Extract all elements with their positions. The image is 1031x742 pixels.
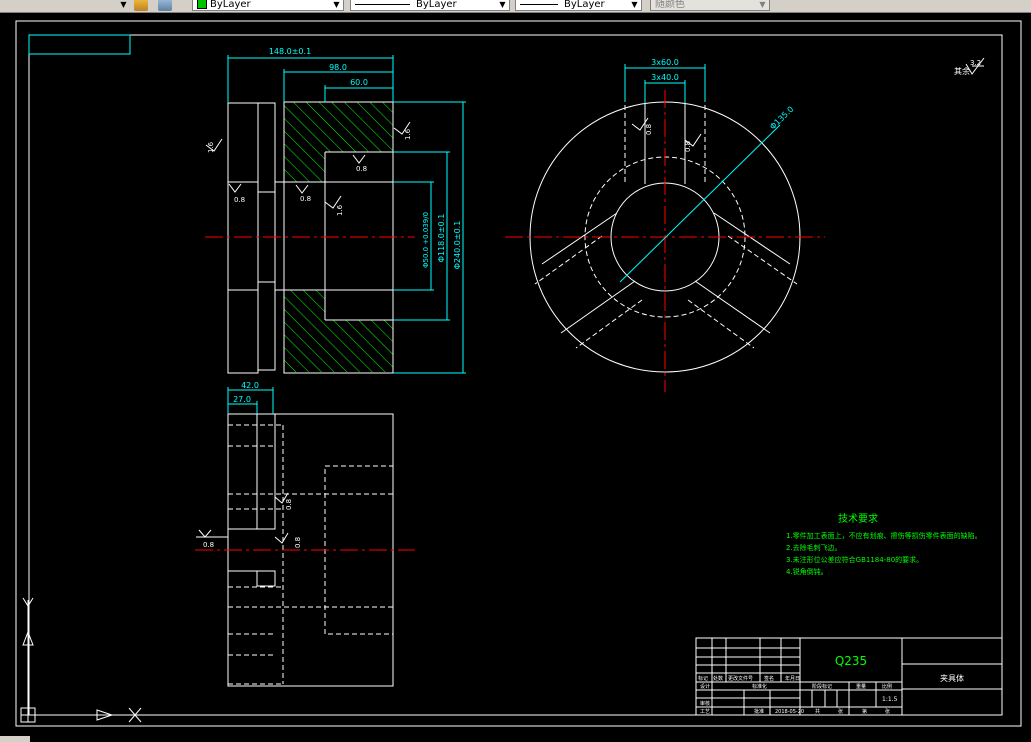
rough-16-right: 1.6 [404,128,412,140]
dim-dia-135: Φ135.0 [768,105,795,132]
dim-148: 148.0±0.1 [269,47,311,56]
title-row-change: 更改文件号 [728,675,753,682]
part-name-label: 夹具体 [940,673,964,683]
rough-08-slot-b: 0.8 [684,141,692,152]
color-swatch [197,0,207,9]
title-row-marks: 标记 [698,675,708,682]
plotstyle-control-dropdown[interactable]: 随颜色 ▼ [650,0,770,11]
plotstyle-control-label: 随颜色 [655,0,685,10]
designer-label: 设计 [700,683,710,690]
end-view[interactable]: 3x60.0 3x40.0 Φ135.0 0.8 0.8 [505,58,825,392]
linetype-sample [355,3,410,5]
dim-slot-60: 3x60.0 [651,58,679,67]
notes-title: 技术要求 [838,512,878,525]
process-label: 工艺 [700,709,710,715]
sheet-no-suffix: 张 [885,708,890,715]
layer-previous-icon[interactable] [158,0,172,11]
hatch-lower-right [325,320,393,372]
chevron-down-icon[interactable]: ▼ [759,0,766,9]
drawing-canvas[interactable]: 148.0±0.1 98.0 60.0 Φ240.0±0.1 Φ118.0±0.… [0,12,1031,742]
hatch-upper-right [325,102,393,152]
hatch-upper [284,102,325,182]
title-row-count: 处数 [713,675,723,682]
title-row-sign: 签名 [764,675,774,682]
sheet-label: 张 [838,708,843,715]
ucs-icon [20,597,142,723]
rough-08-bottom-a: 0.8 [203,541,214,549]
side-view[interactable]: 42.0 27.0 0.8 0.8 0.8 [195,381,415,687]
dim-27: 27.0 [233,395,251,404]
rough-08-b: 0.8 [300,195,311,203]
color-control-label: ByLayer [210,0,251,10]
reviewer-label: 审核 [700,700,710,707]
frame-corner-box [28,34,131,55]
properties-toolbar: ▼ ByLayer ▼ ByLayer ▼ ByLayer ▼ 随颜色 ▼ [0,0,1031,13]
dim-dia-118: Φ118.0±0.1 [437,214,446,263]
drawing-frame [15,20,1022,727]
scale-label: 比例 [882,683,892,690]
chevron-down-icon[interactable]: ▼ [631,0,638,9]
linetype-control-dropdown[interactable]: ByLayer ▼ [350,0,510,11]
dim-slot-40: 3x40.0 [651,73,679,82]
notes-line-2: 2.去除毛刺飞边。 [786,543,842,552]
rough-08-c: 0.8 [356,165,367,173]
color-control-dropdown[interactable]: ByLayer ▼ [192,0,344,11]
approve-label: 批准 [754,708,764,715]
corner-roughness-value: 3.2 [970,59,981,67]
weight-label: 重量 [856,683,866,690]
layer-states-icon[interactable] [134,0,148,11]
corner-roughness-prefix: 其余 [954,66,970,76]
section-view[interactable]: 148.0±0.1 98.0 60.0 Φ240.0±0.1 Φ118.0±0.… [205,47,466,374]
material-label: Q235 [835,654,867,668]
lineweight-sample [520,3,558,5]
rough-08-a: 0.8 [234,196,245,204]
notes-line-4: 4.锐角倒钝。 [786,567,828,576]
rough-08-slot-a: 0.8 [645,124,653,135]
chevron-down-icon[interactable]: ▼ [499,0,506,9]
layer-dropdown-arrow[interactable]: ▼ [120,0,127,9]
sheet-no-label: 第 [862,708,867,715]
notes-line-3: 3.未注形位公差应符合GB1184-80的要求。 [786,555,923,564]
rough-16-left: 1.6 [207,141,215,153]
dim-dia-240: Φ240.0±0.1 [453,221,462,270]
dim-dia-50: Φ50.0 +0.039/0 [422,212,430,268]
linetype-control-label: ByLayer [416,0,457,10]
lineweight-control-dropdown[interactable]: ByLayer ▼ [515,0,642,11]
lineweight-control-label: ByLayer [564,0,605,10]
stage-label: 阶段标记 [812,683,832,690]
chevron-down-icon[interactable]: ▼ [333,0,340,9]
dim-42: 42.0 [241,381,259,390]
dim-98: 98.0 [329,63,347,72]
corner-roughness: 其余 3.2 [954,57,985,76]
rough-08-bottom-c: 0.8 [294,537,302,548]
standardize-label: 标准化 [752,683,767,690]
title-block [695,637,1003,716]
notes-line-1: 1.零件加工表面上，不应有划痕、擦伤等损伤零件表面的缺陷。 [786,531,982,540]
date-label: 2018-05-20 [775,709,804,715]
sheet-total-label: 共 [815,708,820,715]
scale-value: 1:1.5 [882,696,898,703]
dim-60: 60.0 [350,78,368,87]
rough-16-mid: 1.6 [336,204,344,216]
hatch-lower [284,290,325,372]
rough-08-bottom-b: 0.8 [285,499,293,510]
technical-notes: 技术要求 1.零件加工表面上，不应有划痕、擦伤等损伤零件表面的缺陷。 2.去除毛… [786,512,982,576]
title-row-date: 年月日 [785,675,800,682]
command-line-edge [0,736,30,742]
